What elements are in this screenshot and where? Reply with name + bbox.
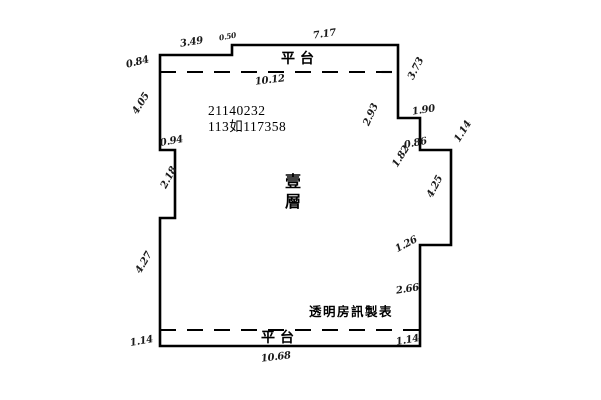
floor-label-line1: 壹層 — [273, 172, 313, 212]
serial-number-block: 21140232 113如117358 — [208, 103, 286, 136]
top-platform-label: 平台 — [281, 51, 319, 67]
serial-line-2: 113如117358 — [208, 119, 287, 135]
serial-line-1: 21140232 — [208, 103, 266, 118]
floor-label-text: 壹層 — [273, 172, 313, 212]
floor-label-char: 壹 — [284, 172, 301, 191]
floor-label-char: 層 — [284, 192, 301, 211]
watermark-label: 透明房訊製表 — [309, 304, 394, 319]
building-outline — [158, 43, 453, 348]
bottom-platform-label: 平台 — [261, 330, 299, 346]
